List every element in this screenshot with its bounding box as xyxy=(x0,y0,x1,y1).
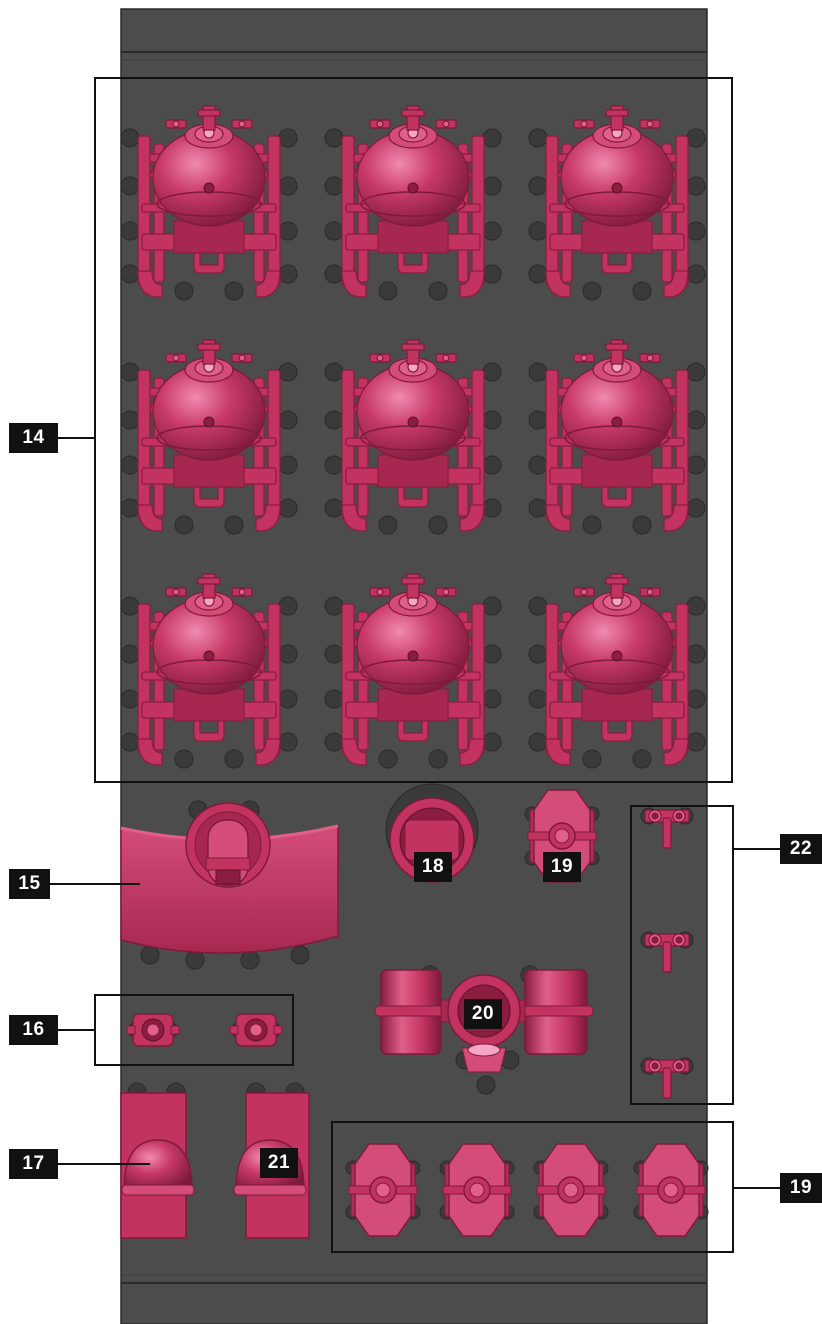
callout-drums: 20 xyxy=(464,999,502,1029)
callout-shield: 15 xyxy=(9,869,50,899)
block-part-left xyxy=(121,1083,194,1238)
callout-block-right: 21 xyxy=(260,1148,298,1178)
tank-grid xyxy=(121,106,705,768)
callout-small-parts: 16 xyxy=(9,1015,58,1045)
callout-tanks: 14 xyxy=(9,423,58,453)
callout-valves: 22 xyxy=(780,834,822,864)
callout-ring: 18 xyxy=(414,852,452,882)
callout-hatch-row: 19 xyxy=(780,1173,822,1203)
callout-hatch: 19 xyxy=(543,852,581,882)
callout-block-left: 17 xyxy=(9,1149,58,1179)
